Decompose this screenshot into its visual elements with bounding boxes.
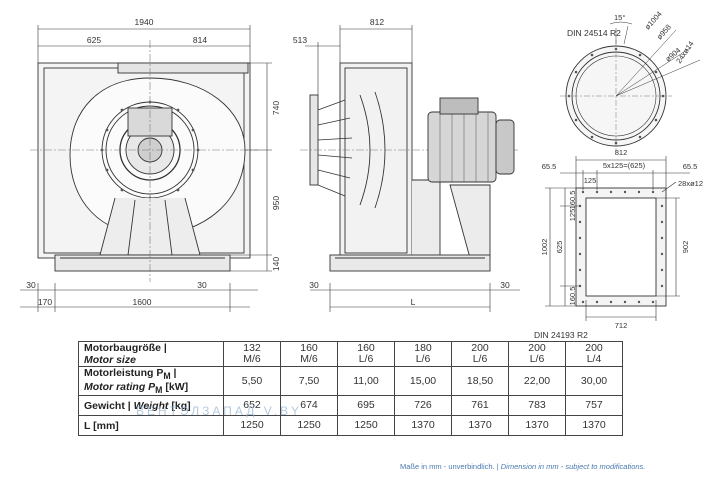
row-label-length: L [mm] <box>78 415 224 437</box>
dim-front-base-width: 1600 <box>133 297 152 307</box>
cell-weight: 757 <box>565 395 623 417</box>
inlet-flange-v-bottom: 160.5 <box>568 287 577 306</box>
dim-front-base-height: 140 <box>271 257 281 271</box>
outlet-flange-bolt-circle: ø958 <box>655 23 673 42</box>
dim-front-right-margin: 30 <box>197 280 207 290</box>
inlet-flange-v-pitch: 125 <box>568 209 577 222</box>
inlet-flange-v-inner: 625 <box>555 241 564 254</box>
footer-de: Maße in mm - unverbindlich. <box>400 462 495 471</box>
inlet-flange-v-total: 1002 <box>540 239 549 256</box>
cell-motor-rating: 5,50 <box>223 365 281 397</box>
dim-front-total-width: 1940 <box>135 17 154 27</box>
dim-front-upper-height: 740 <box>271 101 281 115</box>
front-dimension-lines <box>20 25 272 312</box>
front-view <box>30 40 258 282</box>
footer-note: Maße in mm - unverbindlich. | Dimension … <box>400 462 646 471</box>
row-label-motor-size: Motorbaugröße | Motor size <box>78 341 224 367</box>
row-label-motor-rating: Motorleistung PM | Motor rating PM [kW] <box>78 365 224 397</box>
dim-front-right-offset: 814 <box>193 35 207 45</box>
cell-length: 1370 <box>451 415 509 437</box>
cell-length: 1370 <box>394 415 452 437</box>
side-view <box>300 62 520 272</box>
dim-side-width: 812 <box>370 17 384 27</box>
inlet-flange-pitch-single: 125 <box>584 176 597 185</box>
dim-side-length: L <box>411 297 416 307</box>
inlet-flange-height-inner: 902 <box>681 241 690 254</box>
cell-length: 1250 <box>280 415 338 437</box>
inlet-flange-width: 812 <box>615 148 628 157</box>
outlet-flange-angle: 15° <box>614 13 625 22</box>
inlet-flange-standard: DIN 24193 R2 <box>534 330 588 340</box>
dim-side-inlet: 513 <box>293 35 307 45</box>
inlet-flange-view <box>575 187 667 307</box>
dim-front-middle-height: 950 <box>271 196 281 210</box>
cell-motor-rating: 11,00 <box>337 365 395 397</box>
dim-side-right-margin: 30 <box>500 280 510 290</box>
cell-weight: 695 <box>337 395 395 417</box>
cell-motor-rating: 18,50 <box>451 365 509 397</box>
cell-motor-rating: 30,00 <box>565 365 623 397</box>
inlet-flange-width-inner: 712 <box>615 321 628 330</box>
cell-length: 1250 <box>337 415 395 437</box>
table-row: L [mm] 1250 1250 1250 1370 1370 1370 137… <box>78 415 623 437</box>
cell-motor-rating: 22,00 <box>508 365 566 397</box>
dim-front-left-margin: 30 <box>26 280 36 290</box>
inlet-flange-dimension-lines <box>545 156 690 321</box>
cell-length: 1370 <box>508 415 566 437</box>
table-row: Motorleistung PM | Motor rating PM [kW] … <box>78 365 623 397</box>
inlet-flange-pitch: 5x125=(625) <box>603 161 646 170</box>
inlet-flange-holes: 28xø12 <box>678 179 703 188</box>
cell-weight: 761 <box>451 395 509 417</box>
cell-motor-rating: 7,50 <box>280 365 338 397</box>
cell-length: 1370 <box>565 415 623 437</box>
cell-weight: 783 <box>508 395 566 417</box>
outlet-flange-standard: DIN 24514 R2 <box>567 28 621 38</box>
inlet-flange-left-edge: 65.5 <box>542 162 557 171</box>
dim-front-left-base: 170 <box>38 297 52 307</box>
cell-motor-rating: 15,00 <box>394 365 452 397</box>
inlet-flange-v-top: 160.5 <box>568 191 577 210</box>
cell-length: 1250 <box>223 415 281 437</box>
outlet-flange-view <box>560 21 701 152</box>
watermark: ВЕНТЭЛЗАПАД V.BY <box>136 404 302 418</box>
footer-en: Dimension in mm - subject to modificatio… <box>500 462 646 471</box>
inlet-flange-right-edge: 65.5 <box>683 162 698 171</box>
dim-front-left-offset: 625 <box>87 35 101 45</box>
cell-weight: 726 <box>394 395 452 417</box>
dim-side-left-margin: 30 <box>309 280 319 290</box>
side-dimension-lines <box>305 25 520 312</box>
table-row: Gewicht | Weight [kg] 652 674 695 726 76… <box>78 395 623 417</box>
